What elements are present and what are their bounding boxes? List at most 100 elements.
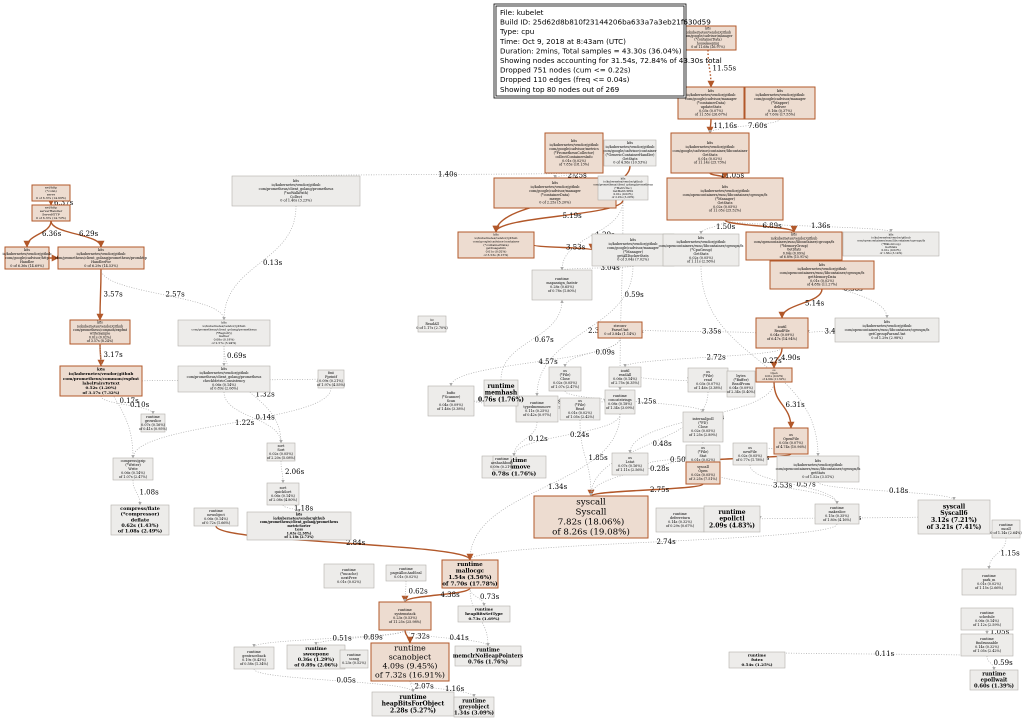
graph-node[interactable]: k8sio/kubernetes/vendor/githubcom/google… <box>457 231 535 259</box>
node-label-line: 1.54s (3.56%) <box>448 574 492 581</box>
graph-node[interactable]: k8sio/kubernetes/vendor/githubcom/google… <box>604 139 657 167</box>
node-label-line: 0.02s (0.05%) <box>691 429 715 433</box>
node-label-line: merge <box>549 197 560 201</box>
edge-weight-label: 0.41s <box>450 634 470 642</box>
graph-node[interactable]: k8sio/kubernetes/vendor/githubcom/promet… <box>246 511 352 541</box>
graph-node[interactable]: k8sio/kubernetes/vendor/githubcom/promet… <box>59 365 143 397</box>
node-label-line: k8s <box>889 232 894 236</box>
node-box <box>548 366 582 392</box>
graph-node[interactable]: k8sio/kubernetes/vendor/githubcom/promet… <box>177 319 271 347</box>
graph-node[interactable]: k8sio/kubernetes/vendor/githubcom/google… <box>679 25 737 51</box>
graph-node[interactable]: k8sio/kubernetes/vendor/githubcom/google… <box>591 233 675 267</box>
graph-node[interactable]: k8sio/kubernetes/vendor/githubcom/promet… <box>69 319 131 345</box>
node-label-line: of 1.46s (3.38%) <box>437 407 466 411</box>
graph-node[interactable]: k8sio/kubernetes/vendor/githubcom/google… <box>493 177 617 209</box>
node-box <box>677 86 745 120</box>
node-label-line: io/kubernetes/vendor/github <box>863 324 912 328</box>
node-box <box>57 246 145 270</box>
node-label-line: scang <box>349 657 360 661</box>
node-label-line: io/kubernetes/vendor/github <box>794 463 843 467</box>
graph-node[interactable]: k8sio/kubernetes/vendor/githubcom/openco… <box>745 231 843 261</box>
graph-node[interactable]: k8sio/kubernetes/vendor/githubcom/google… <box>677 86 745 120</box>
node-label-line: ParseUint <box>611 328 629 332</box>
node-label-line: os <box>706 370 710 374</box>
graph-node[interactable]: k8sio/kubernetes/vendor/githubcom/openco… <box>666 177 784 221</box>
graph-node[interactable]: k8sio/kubernetes/vendor/githubcom/openco… <box>842 231 940 257</box>
node-label-line: Syscall <box>576 507 607 517</box>
node-label-line: 0.02s (0.05%) <box>691 473 715 477</box>
node-label-line: com/google/cadvisor/manager <box>607 246 659 250</box>
graph-node[interactable]: k8sio/kubernetes/vendor/githubcom/google… <box>544 132 604 174</box>
node-label-line: 0.09s (0.21%) <box>319 379 343 383</box>
graph-node[interactable]: compress/flate(*compressor)deflate0.62s … <box>110 504 170 536</box>
call-edge <box>253 668 415 693</box>
node-label-line: io/kubernetes/vendor/github <box>475 236 518 240</box>
graph-node[interactable]: k8sio/kubernetes/vendor/githubcom/openco… <box>659 233 744 267</box>
graph-node[interactable]: k8sio/kubernetes/vendor/githubcom/promet… <box>55 246 147 270</box>
graph-node[interactable]: k8sio/kubernetes/vendor/githubcom/google… <box>3 246 52 270</box>
graph-node[interactable]: k8sio/kubernetes/vendor/githubcom/google… <box>670 132 750 174</box>
graph-node[interactable]: k8sio/kubernetes/vendor/githubcom/openco… <box>769 260 875 290</box>
graph-node[interactable]: k8sio/kubernetes/vendor/githubcom/openco… <box>834 317 940 343</box>
graph-node[interactable]: k8sio/kubernetes/vendor/githubcom/promet… <box>593 175 654 201</box>
graph-node[interactable]: k8sio/kubernetes/vendor/githubcom/google… <box>744 86 816 120</box>
graph-node[interactable]: k8sio/kubernetes/vendor/githubcom/promet… <box>231 175 361 207</box>
node-box <box>769 260 875 290</box>
node-label-line: Open <box>698 469 708 473</box>
graph-node[interactable]: k8sio/kubernetes/vendor/githubcom/openco… <box>776 455 861 483</box>
graph-node[interactable]: k8sio/kubernetes/vendor/githubcom/promet… <box>177 365 271 393</box>
node-label-line: io/kubernetes/vendor/github <box>756 93 805 97</box>
